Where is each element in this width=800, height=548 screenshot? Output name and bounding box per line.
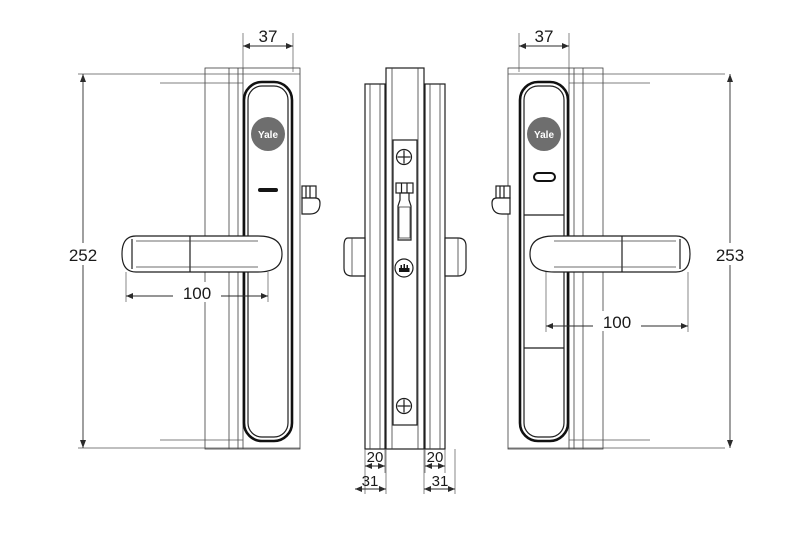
thumbturn-knob-left [301,185,321,215]
lever-handle-right [529,235,691,273]
yale-logo-left: Yale [251,117,285,151]
dimension-height-253-label: 253 [716,246,744,265]
card-slot-left [258,188,278,192]
yale-logo-left-label: Yale [258,130,278,141]
bottom-screw [395,397,413,415]
dimension-depth-31-left-label: 31 [362,473,379,490]
dimension-handle-100-right: 100 [545,272,689,332]
dimension-width-37-right-label: 37 [535,27,554,46]
thumbturn-knob-right [491,185,511,215]
dimension-depth-20-left: 20 [365,449,385,469]
view-side-profile: 20 20 31 31 [343,67,467,494]
dimension-depth-20-left-label: 20 [367,449,384,466]
dimension-handle-100-left-label: 100 [183,284,211,303]
dimension-depth-20-right-label: 20 [427,449,444,466]
dimension-height-253: 253 [707,74,753,448]
dimension-height-252-label: 252 [69,246,97,265]
dimension-width-37-left-label: 37 [259,27,278,46]
dimension-width-37-left: 37 [242,27,294,72]
view-front-exterior: Yale [60,27,321,450]
card-slot-right [533,172,556,182]
lever-handle-left [121,235,283,273]
dimension-handle-100-right-label: 100 [603,313,631,332]
top-screw [395,148,413,166]
left-extension-lines [78,73,300,449]
keyway-cylinder [394,258,414,278]
dimension-depth-31-right-label: 31 [432,473,449,490]
yale-logo-right: Yale [527,117,561,151]
dimension-height-252: 252 [60,74,106,448]
dimension-handle-100-left: 100 [125,272,269,303]
dimension-depth-31-left: 31 [355,473,386,492]
yale-logo-right-label: Yale [534,130,554,141]
side-extension-lines [364,449,456,494]
right-extension-lines [508,73,725,449]
dimension-depth-20-right: 20 [425,449,445,469]
dimension-width-37-right: 37 [518,27,570,72]
dimension-depth-31-right: 31 [424,473,455,492]
side-left-escutcheon [343,83,386,450]
view-front-interior: Yale [491,27,753,450]
latch-bolt-assembly [395,182,414,241]
side-right-escutcheon [424,83,467,450]
